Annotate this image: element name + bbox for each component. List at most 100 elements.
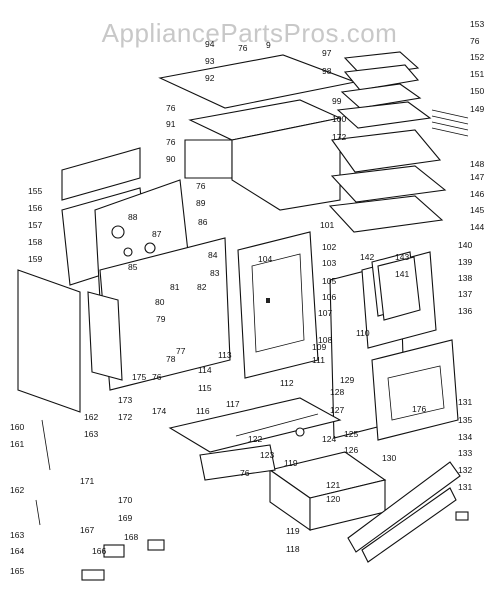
part-label: 121 bbox=[326, 480, 340, 490]
side-racks bbox=[371, 251, 421, 321]
part-label: 147 bbox=[470, 172, 484, 182]
part-label: 88 bbox=[128, 212, 138, 222]
part-label: 143 bbox=[395, 252, 409, 262]
part-label: 164 bbox=[10, 546, 24, 556]
lower-front-panel bbox=[347, 461, 461, 563]
part-label: 113 bbox=[218, 350, 232, 360]
part-label: 158 bbox=[28, 237, 42, 247]
part-label: 171 bbox=[80, 476, 94, 486]
part-label: 91 bbox=[166, 119, 176, 129]
part-label: 138 bbox=[458, 273, 472, 283]
part-label: 131 bbox=[458, 482, 472, 492]
part-label: 163 bbox=[84, 429, 98, 439]
part-label: 134 bbox=[458, 432, 472, 442]
part-label: 120 bbox=[326, 494, 340, 504]
part-label: 122 bbox=[248, 434, 262, 444]
part-label: 152 bbox=[470, 52, 484, 62]
part-label: 144 bbox=[470, 222, 484, 232]
part-label: 159 bbox=[28, 254, 42, 264]
part-label: 128 bbox=[330, 387, 344, 397]
part-label: 126 bbox=[344, 445, 358, 455]
part-label: 135 bbox=[458, 415, 472, 425]
part-label: 157 bbox=[28, 220, 42, 230]
broiler-pans bbox=[328, 51, 447, 233]
part-label: 133 bbox=[458, 448, 472, 458]
part-label: 76 bbox=[166, 137, 176, 147]
part-label: 77 bbox=[176, 346, 186, 356]
part-label: 176 bbox=[412, 404, 426, 414]
part-label: 153 bbox=[470, 19, 484, 29]
part-label: 169 bbox=[118, 513, 132, 523]
part-label: 137 bbox=[458, 289, 472, 299]
part-label: 104 bbox=[258, 254, 272, 264]
part-label: 172 bbox=[118, 412, 132, 422]
kick-panel bbox=[199, 444, 276, 481]
part-label: 119 bbox=[284, 458, 298, 468]
part-label: 174 bbox=[152, 406, 166, 416]
part-label: 142 bbox=[360, 252, 374, 262]
part-label: 98 bbox=[322, 66, 332, 76]
part-label: 119 bbox=[286, 526, 300, 536]
part-label: 175 bbox=[132, 372, 146, 382]
part-label: 106 bbox=[322, 292, 336, 302]
part-label: 9 bbox=[266, 40, 271, 50]
part-label: 115 bbox=[198, 383, 212, 393]
part-label: 76 bbox=[240, 468, 250, 478]
part-label: 132 bbox=[458, 465, 472, 475]
side-panel-149 bbox=[431, 109, 469, 137]
part-label: 78 bbox=[166, 354, 176, 364]
part-label: 76 bbox=[196, 181, 206, 191]
part-label: 116 bbox=[196, 406, 210, 416]
part-label: 102 bbox=[322, 242, 336, 252]
part-label: 108 bbox=[318, 335, 332, 345]
part-label: 160 bbox=[10, 422, 24, 432]
part-label: 114 bbox=[198, 365, 212, 375]
part-label: 117 bbox=[226, 399, 240, 409]
part-label: 125 bbox=[344, 429, 358, 439]
part-label: 84 bbox=[208, 250, 218, 260]
part-label: 123 bbox=[260, 450, 274, 460]
part-label: 155 bbox=[28, 186, 42, 196]
part-label: 86 bbox=[198, 217, 208, 227]
part-label: 141 bbox=[395, 269, 409, 279]
left-side-panel bbox=[17, 269, 81, 413]
part-label: 136 bbox=[458, 306, 472, 316]
part-label: 163 bbox=[10, 530, 24, 540]
part-label: 146 bbox=[470, 189, 484, 199]
part-label: 101 bbox=[320, 220, 334, 230]
part-label: 162 bbox=[10, 485, 24, 495]
part-label: 87 bbox=[152, 229, 162, 239]
part-label: 110 bbox=[356, 328, 370, 338]
part-label: 90 bbox=[166, 154, 176, 164]
part-label: 161 bbox=[10, 439, 24, 449]
part-label: 107 bbox=[318, 308, 332, 318]
part-label: 76 bbox=[470, 36, 480, 46]
part-label: 92 bbox=[205, 73, 215, 83]
part-label: 139 bbox=[458, 257, 472, 267]
part-label: 149 bbox=[470, 104, 484, 114]
part-label: 148 bbox=[470, 159, 484, 169]
part-label: 130 bbox=[382, 453, 396, 463]
part-label: 173 bbox=[118, 395, 132, 405]
part-label: 168 bbox=[124, 532, 138, 542]
part-label: 76 bbox=[238, 43, 248, 53]
part-label: 93 bbox=[205, 56, 215, 66]
part-label: 97 bbox=[322, 48, 332, 58]
part-label: 131 bbox=[458, 397, 472, 407]
small-hardware bbox=[35, 419, 469, 581]
part-label: 151 bbox=[470, 69, 484, 79]
part-label: 111 bbox=[312, 355, 325, 365]
part-label: 145 bbox=[470, 205, 484, 215]
part-label: 150 bbox=[470, 86, 484, 96]
oven-door bbox=[237, 231, 319, 379]
part-label: 127 bbox=[330, 405, 344, 415]
part-label: 129 bbox=[340, 375, 354, 385]
cooktop-top-panel bbox=[158, 54, 357, 211]
part-label: 170 bbox=[118, 495, 132, 505]
part-label: 89 bbox=[196, 198, 206, 208]
part-label: 100 bbox=[332, 114, 346, 124]
part-label: 94 bbox=[205, 39, 215, 49]
part-label: 99 bbox=[332, 96, 342, 106]
part-label: 118 bbox=[286, 544, 300, 554]
